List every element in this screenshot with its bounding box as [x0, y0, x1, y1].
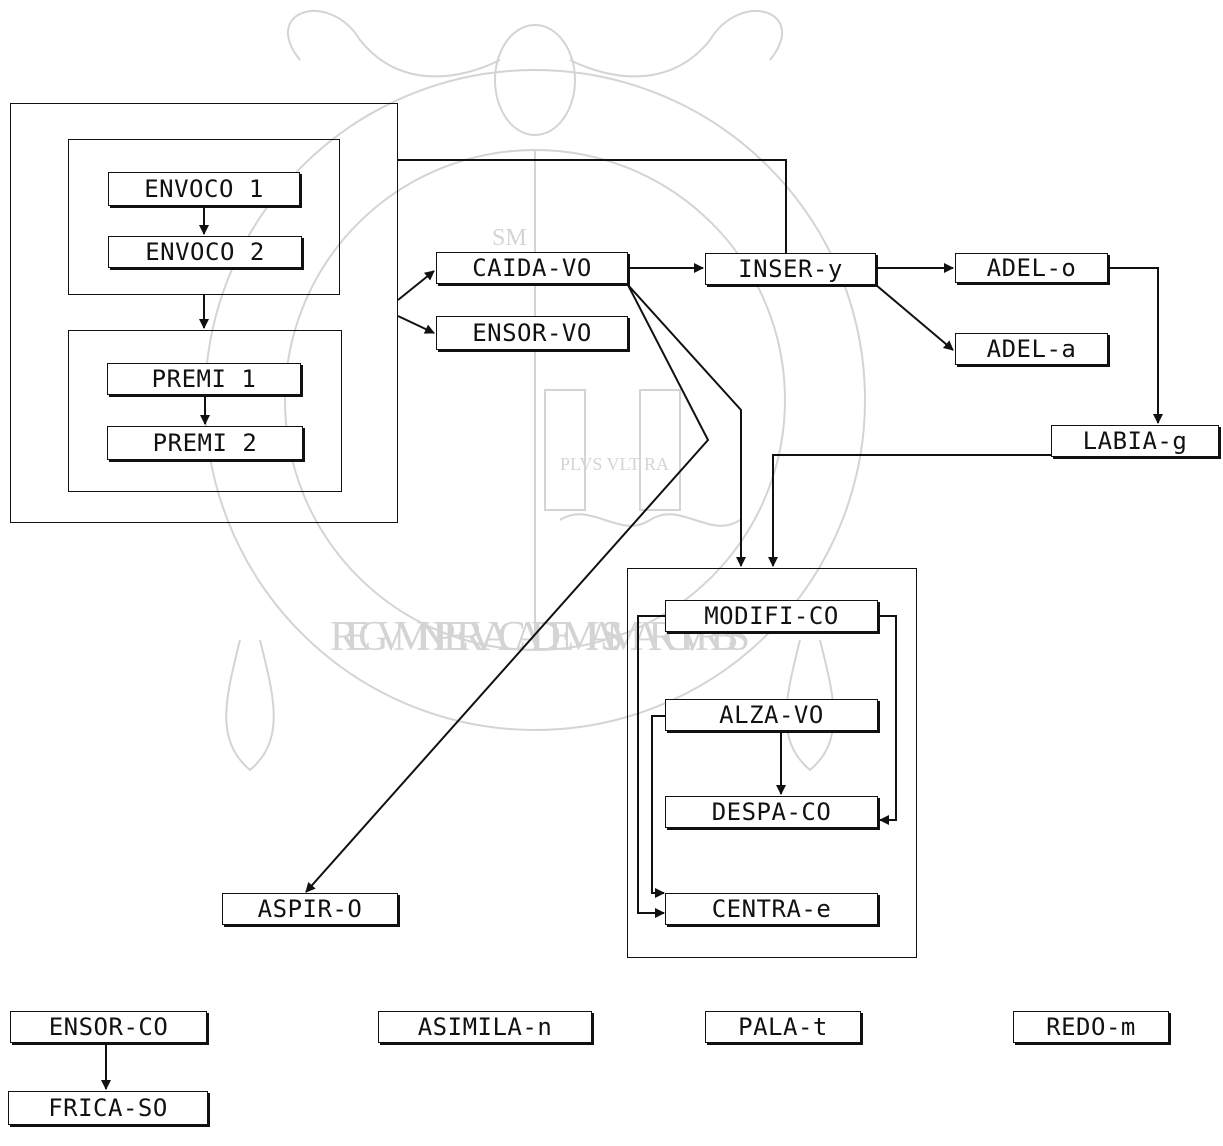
edge-labia-g-to-modifi-group — [773, 455, 1051, 566]
node-adel-a: ADEL-a — [955, 333, 1108, 365]
edge-caida-vo-to-aspir-o — [306, 285, 708, 892]
node-premi-2: PREMI 2 — [107, 426, 303, 460]
node-despa-co: DESPA-CO — [665, 796, 878, 828]
edge-group-to-inser-y — [398, 160, 786, 253]
node-envoco-2: ENVOCO 2 — [108, 236, 302, 268]
node-aspir-o: ASPIR-O — [222, 893, 398, 925]
edge-caida-vo-to-modifi-group — [628, 285, 741, 566]
node-inser-y: INSER-y — [705, 253, 876, 285]
edge-inser-y-to-adel-a — [876, 285, 953, 350]
node-centra-e: CENTRA-e — [665, 893, 878, 925]
node-ensor-vo: ENSOR-VO — [436, 316, 628, 350]
node-ensor-co: ENSOR-CO — [10, 1011, 207, 1043]
node-asimila-n: ASIMILA-n — [378, 1011, 592, 1043]
edge-group-to-ensor-vo — [398, 316, 434, 333]
node-modifi-co: MODIFI-CO — [665, 600, 878, 632]
node-pala-t: PALA-t — [705, 1011, 861, 1043]
node-redo-m: REDO-m — [1013, 1011, 1169, 1043]
edge-adel-o-to-labia-g — [1108, 268, 1158, 423]
node-frica-so: FRICA-SO — [8, 1091, 208, 1125]
node-adel-o: ADEL-o — [955, 253, 1108, 283]
edge-modifi-co-to-despa-co — [878, 616, 896, 820]
node-alza-vo: ALZA-VO — [665, 699, 878, 731]
edge-alza-vo-to-centra-e — [652, 716, 665, 893]
node-premi-1: PREMI 1 — [107, 363, 301, 395]
edge-group-to-caida-vo — [398, 271, 434, 300]
node-labia-g: LABIA-g — [1051, 425, 1219, 457]
node-envoco-1: ENVOCO 1 — [108, 172, 300, 206]
node-caida-vo: CAIDA-VO — [436, 252, 628, 284]
